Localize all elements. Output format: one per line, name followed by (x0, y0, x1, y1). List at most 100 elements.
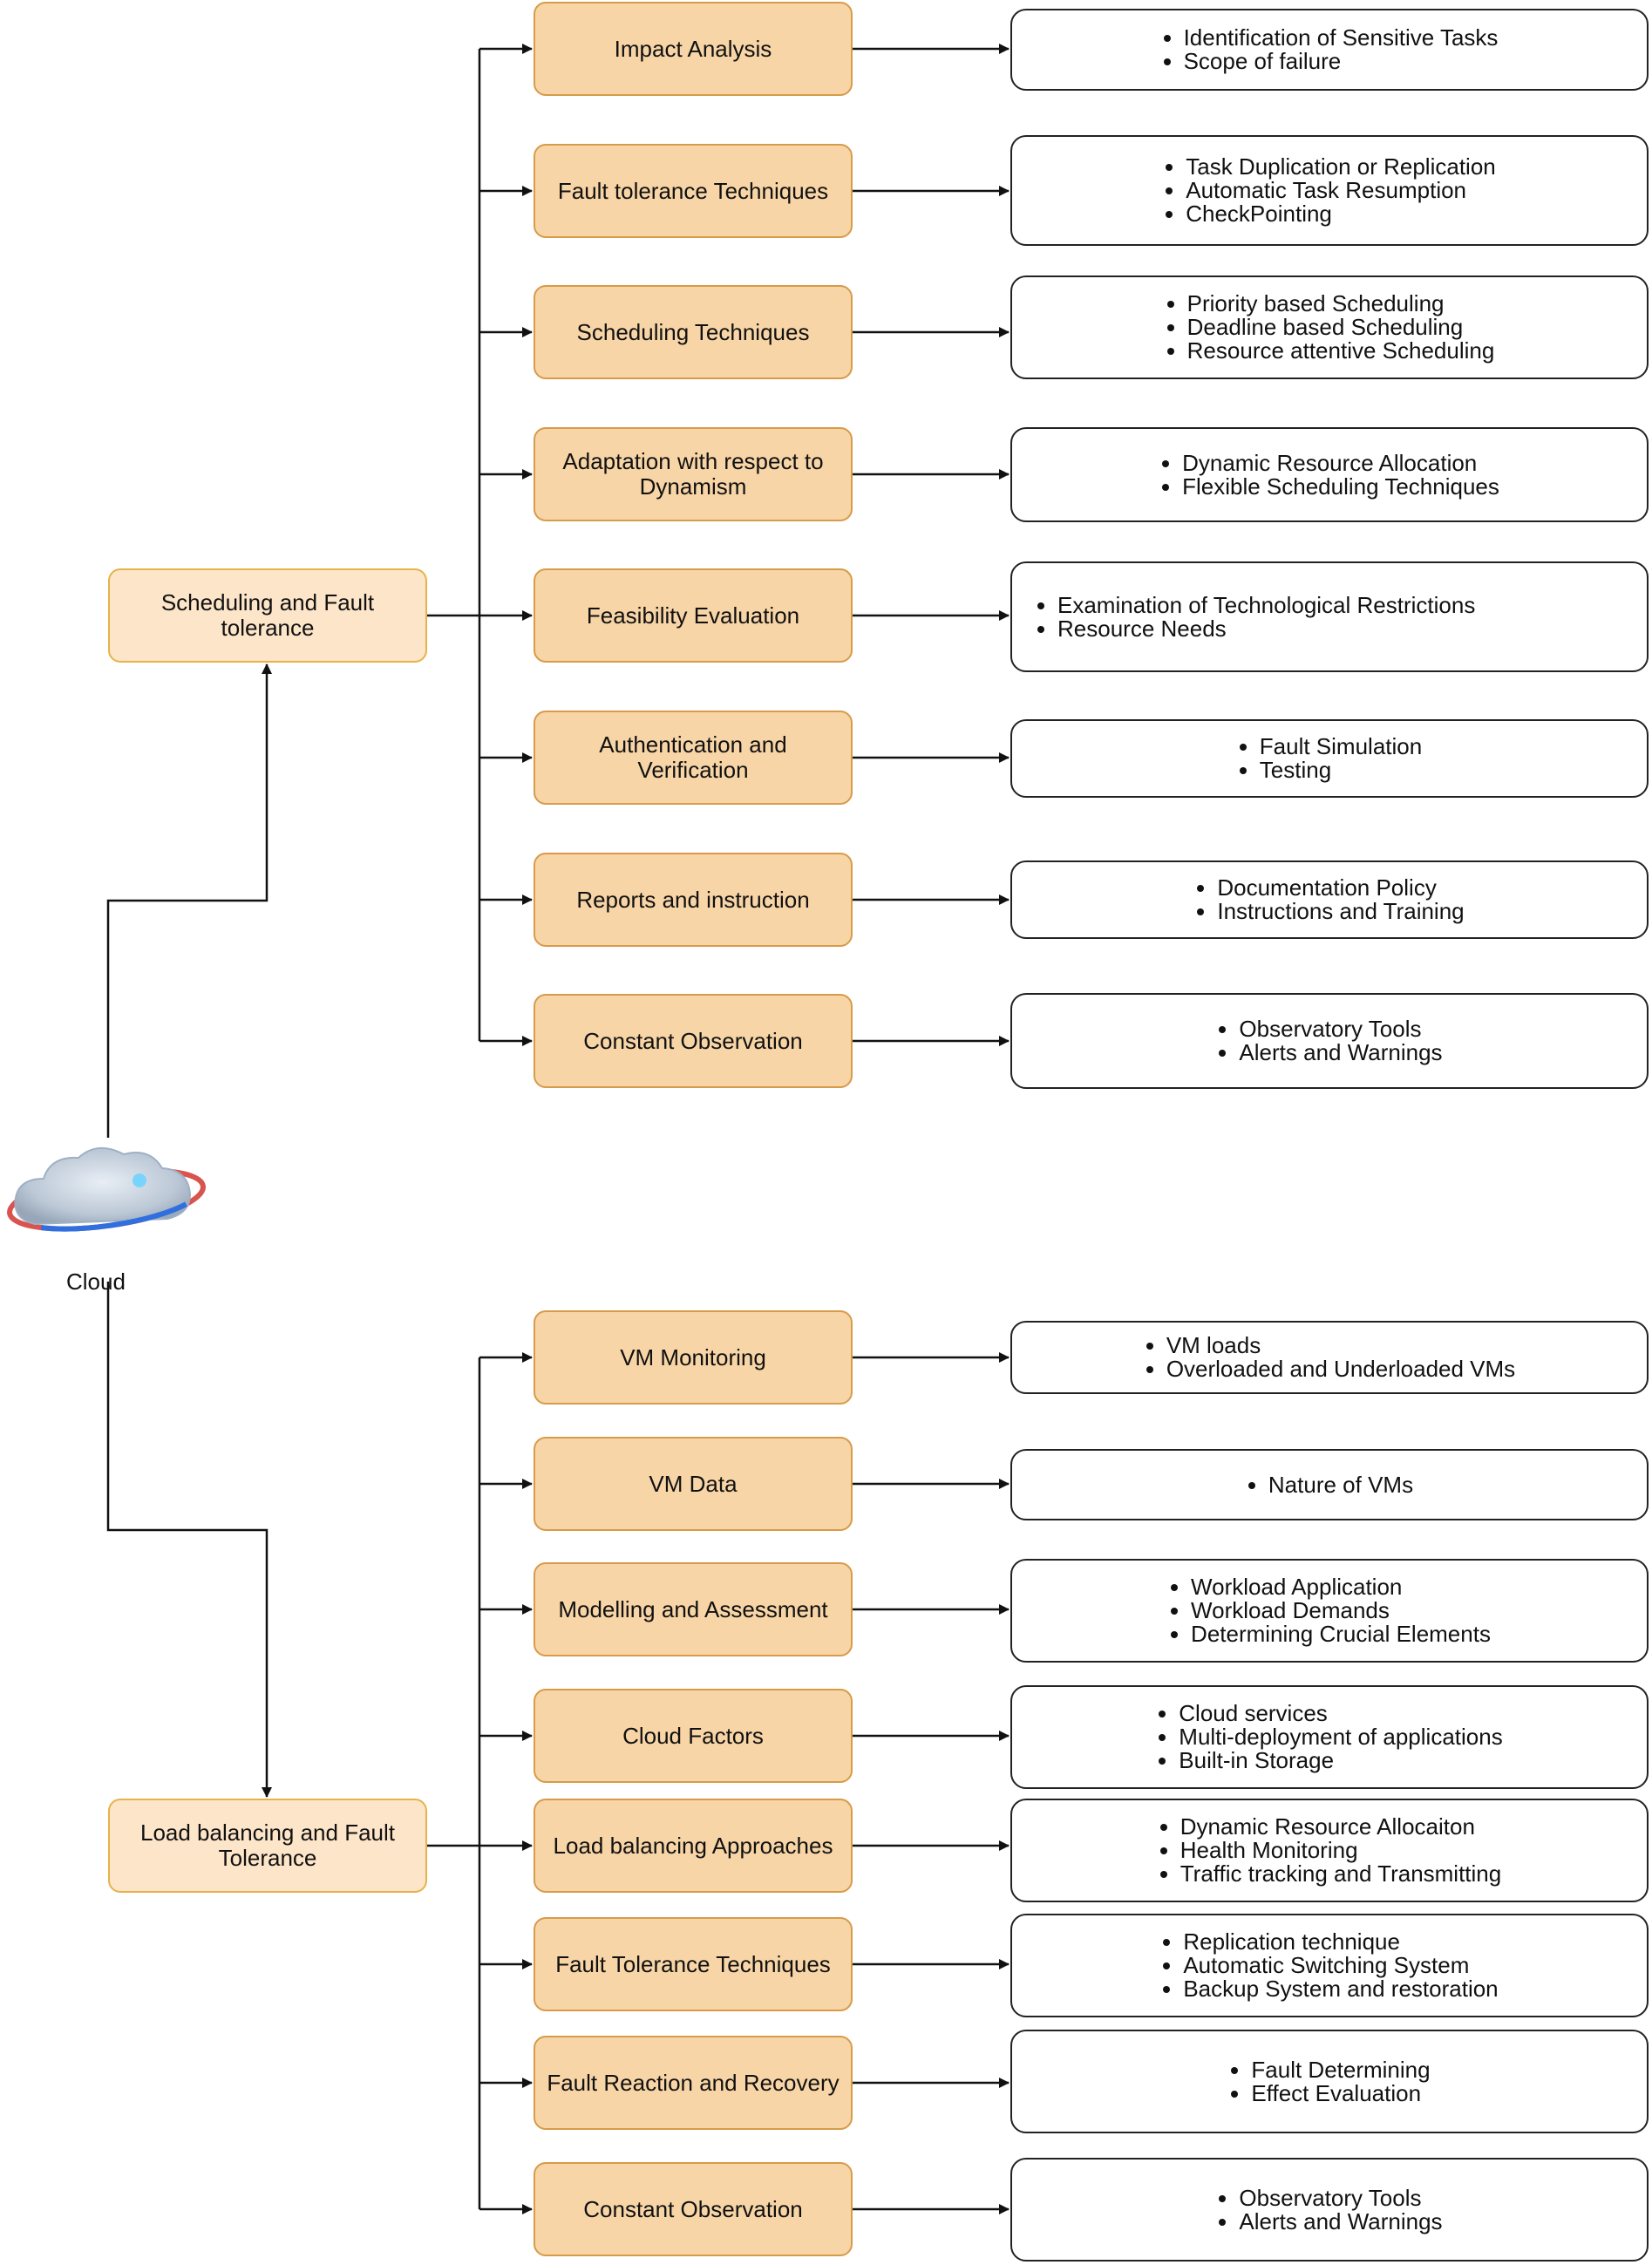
detail-bullet: Documentation Policy (1217, 876, 1464, 900)
step-label: Constant Observation (583, 2195, 803, 2222)
root-to-scheduling-arrow (106, 663, 272, 1138)
category-node: Scheduling and Fault tolerance (108, 568, 427, 663)
details-box: Priority based SchedulingDeadline based … (1010, 275, 1649, 379)
step-label: Adaptation with respect to Dynamism (562, 448, 824, 500)
detail-bullet: Dynamic Resource Allocaiton (1180, 1815, 1501, 1839)
detail-bullet: Traffic tracking and Transmitting (1180, 1862, 1501, 1886)
step-node: VM Data (534, 1437, 853, 1531)
detail-bullet: Resource Needs (1057, 616, 1624, 641)
step-node: Cloud Factors (534, 1689, 853, 1783)
step-label: Fault Reaction and Recovery (547, 2069, 840, 2096)
step-label: Modelling and Assessment (558, 1595, 828, 1622)
step-node: Reports and instruction (534, 853, 853, 947)
detail-bullet: Testing (1260, 758, 1422, 782)
step-node: Load balancing Approaches (534, 1799, 853, 1893)
detail-bullet: Instructions and Training (1217, 900, 1464, 923)
detail-bullet: Multi-deployment of applications (1179, 1725, 1502, 1749)
detail-bullet: Fault Determining (1251, 2058, 1430, 2082)
details-list: VM loadsOverloaded and Underloaded VMs (1144, 1334, 1515, 1381)
step-label: Fault tolerance Techniques (557, 177, 829, 204)
detail-bullet: Built-in Storage (1179, 1749, 1502, 1772)
step-node: Scheduling Techniques (534, 285, 853, 379)
detail-bullet: Automatic Task Resumption (1186, 179, 1496, 202)
step-label: Cloud Factors (622, 1722, 764, 1749)
details-box: Workload ApplicationWorkload DemandsDete… (1010, 1559, 1649, 1663)
step-label: VM Monitoring (620, 1343, 766, 1371)
detail-bullet: VM loads (1166, 1334, 1515, 1357)
step-node: Fault tolerance Techniques (534, 144, 853, 238)
details-list: Fault SimulationTesting (1237, 735, 1422, 782)
detail-bullet: Cloud services (1179, 1702, 1502, 1725)
details-box: Documentation PolicyInstructions and Tra… (1010, 860, 1649, 939)
step-label: Constant Observation (583, 1027, 803, 1054)
step-label: Fault Tolerance Techniques (555, 1950, 831, 1977)
detail-bullet: Backup System and restoration (1183, 1977, 1498, 2001)
details-list: Examination of Technological Restriction… (1035, 593, 1624, 641)
details-box: Replication techniqueAutomatic Switching… (1010, 1914, 1649, 2017)
detail-bullet: Resource attentive Scheduling (1187, 339, 1495, 363)
step-node: Feasibility Evaluation (534, 568, 853, 663)
details-box: Nature of VMs (1010, 1449, 1649, 1520)
details-box: Observatory ToolsAlerts and Warnings (1010, 993, 1649, 1089)
step-node: VM Monitoring (534, 1310, 853, 1405)
step-node: Impact Analysis (534, 2, 853, 96)
root-to-loadbalancing-arrow (106, 1282, 272, 1798)
detail-bullet: Automatic Switching System (1183, 1954, 1498, 1977)
details-box: Examination of Technological Restriction… (1010, 561, 1649, 672)
details-box: Observatory ToolsAlerts and Warnings (1010, 2158, 1649, 2262)
detail-bullet: Workload Demands (1191, 1599, 1491, 1622)
details-box: Dynamic Resource AllocaitonHealth Monito… (1010, 1799, 1649, 1902)
details-list: Dynamic Resource AllocationFlexible Sche… (1159, 451, 1499, 499)
detail-bullet: Replication technique (1183, 1930, 1498, 1954)
detail-bullet: Alerts and Warnings (1239, 2209, 1442, 2234)
detail-bullet: Scope of failure (1184, 50, 1499, 73)
step-node: Constant Observation (534, 2162, 853, 2256)
details-list: Fault DeterminingEffect Evaluation (1228, 2058, 1430, 2105)
detail-bullet: Nature of VMs (1268, 1473, 1413, 1497)
step-label: Reports and instruction (576, 886, 810, 913)
detail-bullet: Priority based Scheduling (1187, 292, 1495, 316)
step-node: Modelling and Assessment (534, 1562, 853, 1656)
step-node: Authentication and Verification (534, 711, 853, 805)
detail-bullet: Task Duplication or Replication (1186, 155, 1496, 179)
details-box: Fault SimulationTesting (1010, 719, 1649, 798)
details-box: VM loadsOverloaded and Underloaded VMs (1010, 1321, 1649, 1394)
step-label: VM Data (649, 1470, 738, 1497)
detail-bullet: Fault Simulation (1260, 735, 1422, 758)
detail-bullet: Alerts and Warnings (1239, 1041, 1442, 1064)
step-label: Feasibility Evaluation (586, 602, 800, 629)
details-list: Observatory ToolsAlerts and Warnings (1216, 2186, 1442, 2234)
category-node: Load balancing and Fault Tolerance (108, 1799, 427, 1893)
details-box: Fault DeterminingEffect Evaluation (1010, 2030, 1649, 2133)
detail-bullet: Flexible Scheduling Techniques (1182, 474, 1499, 499)
detail-bullet: Observatory Tools (1239, 2186, 1442, 2210)
detail-bullet: Deadline based Scheduling (1187, 316, 1495, 339)
step-label: Authentication and Verification (599, 731, 787, 783)
step-node: Adaptation with respect to Dynamism (534, 427, 853, 521)
details-list: Workload ApplicationWorkload DemandsDete… (1168, 1575, 1491, 1645)
step-node: Fault Tolerance Techniques (534, 1917, 853, 2011)
detail-bullet: Overloaded and Underloaded VMs (1166, 1357, 1515, 1381)
details-box: Cloud servicesMulti-deployment of applic… (1010, 1685, 1649, 1789)
details-list: Nature of VMs (1246, 1473, 1413, 1497)
details-box: Dynamic Resource AllocationFlexible Sche… (1010, 427, 1649, 522)
details-list: Documentation PolicyInstructions and Tra… (1194, 876, 1464, 923)
details-list: Observatory ToolsAlerts and Warnings (1216, 1017, 1442, 1064)
category-label: Scheduling and Fault tolerance (160, 589, 375, 641)
detail-bullet: Identification of Sensitive Tasks (1184, 26, 1499, 50)
detail-bullet: Determining Crucial Elements (1191, 1622, 1491, 1646)
detail-bullet: Effect Evaluation (1251, 2081, 1430, 2105)
detail-bullet: CheckPointing (1186, 202, 1496, 226)
detail-bullet: Observatory Tools (1239, 1017, 1442, 1041)
details-list: Replication techniqueAutomatic Switching… (1160, 1930, 1498, 2000)
category-label: Load balancing and Fault Tolerance (139, 1819, 395, 1871)
step-label: Scheduling Techniques (576, 318, 810, 345)
detail-bullet: Workload Application (1191, 1575, 1491, 1599)
detail-bullet: Health Monitoring (1180, 1839, 1501, 1862)
detail-bullet: Examination of Technological Restriction… (1057, 593, 1624, 617)
details-box: Task Duplication or ReplicationAutomatic… (1010, 135, 1649, 246)
root-label: Cloud (66, 1269, 126, 1295)
details-list: Cloud servicesMulti-deployment of applic… (1156, 1702, 1502, 1772)
details-list: Identification of Sensitive TasksScope o… (1161, 26, 1499, 73)
